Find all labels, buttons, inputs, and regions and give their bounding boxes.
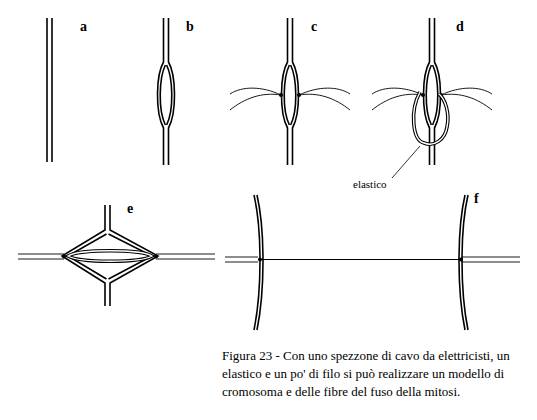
panel-letter: d	[456, 20, 464, 34]
panel-letter: a	[80, 20, 87, 34]
panel-letter: f	[474, 192, 479, 206]
spindle-threads-c	[230, 88, 350, 110]
panel-letter: e	[127, 202, 133, 216]
cable-b	[157, 18, 174, 165]
stretched-model-f	[225, 195, 520, 330]
cable-e	[62, 205, 158, 306]
cable-a	[47, 18, 52, 162]
leader-line	[392, 146, 420, 178]
figure-caption: Figura 23 - Con uno spezzone di cavo da …	[222, 347, 527, 401]
spindle-threads-e	[18, 254, 215, 259]
elastic-band-e	[68, 251, 152, 262]
panel-letter: b	[186, 20, 194, 34]
spindle-threads-d	[372, 88, 492, 110]
cable-c	[281, 18, 298, 165]
part-label: elastico	[352, 179, 388, 190]
elastic-band	[414, 92, 448, 144]
panel-letter: c	[311, 20, 317, 34]
